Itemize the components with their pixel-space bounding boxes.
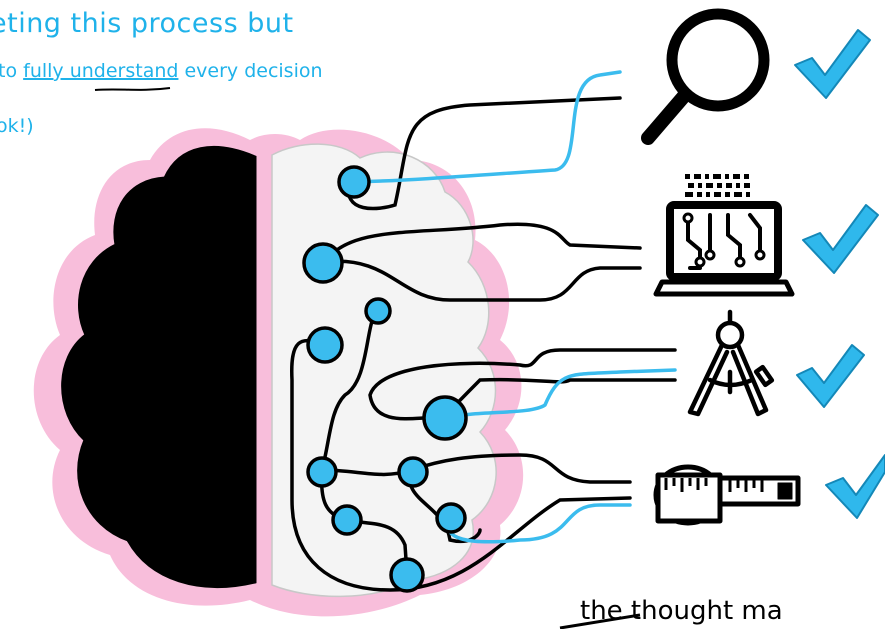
- node: [306, 326, 344, 364]
- node: [389, 557, 425, 593]
- node: [422, 395, 468, 441]
- node: [331, 504, 363, 536]
- note-line-1: eting this process but: [0, 8, 294, 39]
- check-icon: [796, 344, 865, 408]
- brain-nodes: [302, 165, 468, 593]
- magnifier-icon: [641, 8, 770, 145]
- check-icon: [794, 29, 871, 99]
- footer-handwriting: the thought ma: [580, 596, 783, 626]
- left-hemisphere: [61, 145, 257, 589]
- note-line-2-emphasis: fully understand: [23, 60, 179, 82]
- tape-measure-icon: [653, 464, 801, 526]
- note-line-2-suffix: every decision: [178, 60, 323, 82]
- check-icon: [825, 454, 885, 519]
- node: [397, 456, 429, 488]
- node: [435, 502, 467, 534]
- handwritten-underline: [94, 87, 171, 91]
- note-line-2: to fully understand every decision: [0, 60, 323, 82]
- note-line-2-prefix: to: [0, 60, 24, 82]
- drafting-compass-icon: [687, 309, 775, 417]
- check-icon: [802, 204, 879, 274]
- note-line-3: ok!): [0, 115, 34, 137]
- laptop-circuit-icon: [653, 174, 795, 297]
- node: [306, 456, 338, 488]
- handwritten-stroke: [559, 613, 641, 629]
- checkmarks: [794, 29, 885, 519]
- node: [337, 165, 371, 199]
- blue-wires: [353, 70, 677, 544]
- node: [364, 297, 392, 325]
- node: [302, 242, 344, 284]
